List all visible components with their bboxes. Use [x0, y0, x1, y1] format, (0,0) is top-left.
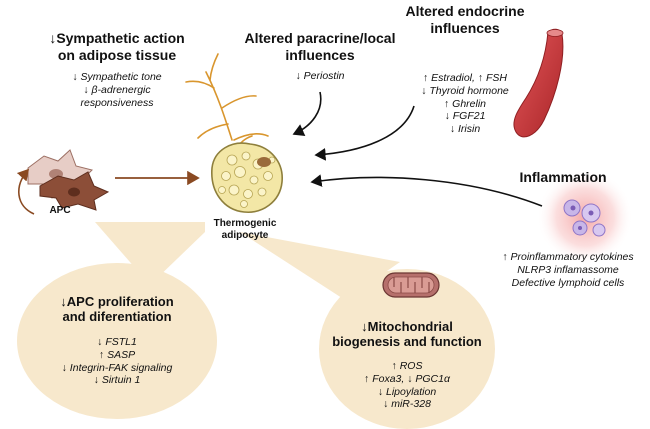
paracrine-list: ↓ Periostin — [260, 70, 380, 83]
list-item: ↓ miR-328 — [383, 398, 431, 411]
list-item: ↑ ROS — [391, 360, 423, 372]
mitochondrion-icon — [382, 272, 440, 298]
apc-bubble — [17, 222, 217, 419]
apc-label: APC — [49, 205, 71, 216]
apc-title: ↓APC proliferation and diferentiation — [60, 294, 174, 325]
list-item: ↓ Sympathetic tone — [72, 71, 162, 83]
apc-list: ↓ FSTL1 ↑ SASP ↓ Integrin-FAK signaling … — [22, 336, 212, 387]
list-item: ↓ Periostin — [295, 70, 345, 82]
mitochondria-title: ↓Mitochondrial biogenesis and function — [332, 319, 482, 350]
list-item: ↓ Thyroid hormone — [421, 84, 509, 97]
sympathetic-list: ↓ Sympathetic tone ↓ β-adrenergic respon… — [22, 71, 212, 109]
paracrine-title: Altered paracrine/local influences — [244, 30, 396, 63]
mitochondria-list: ↑ ROS ↑ Foxa3, ↓ PGC1α ↓ Lipoylation ↓ m… — [332, 360, 482, 411]
endocrine-title: Altered endocrine influences — [405, 3, 525, 36]
adipocyte-label: Thermogenic adipocyte — [213, 218, 277, 241]
list-item: ↑ SASP — [98, 348, 136, 361]
endocrine-list: ↑ Estradiol, ↑ FSH ↓ Thyroid hormone ↑ G… — [405, 72, 525, 136]
list-item: ↑ Foxa3, ↓ PGC1α — [364, 372, 450, 385]
list-item: ↓ FGF21 — [444, 110, 486, 123]
sympathetic-title: ↓Sympathetic action on adipose tissue — [49, 30, 185, 63]
apc-self-renewal-arrow — [16, 168, 35, 215]
list-item: ↓ Sirtuin 1 — [93, 374, 141, 387]
endocrine-arrow — [314, 105, 415, 161]
list-item: ↓ Lipoylation — [377, 385, 437, 398]
list-item: ↓ Integrin-FAK signaling — [61, 361, 173, 374]
nerve-fiber-icon — [185, 53, 269, 151]
inflammation-title: Inflammation — [519, 169, 607, 185]
apc-cells-icon — [27, 149, 110, 211]
list-item: ↓ β-adrenergic — [83, 83, 151, 96]
list-item: ↑ Proinflammatory cytokines — [502, 251, 634, 263]
list-item: Defective lymphoid cells — [511, 276, 625, 289]
list-item: responsiveness — [80, 96, 154, 109]
thermogenic-adipocyte-icon — [211, 142, 283, 213]
list-item: NLRP3 inflamassome — [517, 263, 619, 276]
paracrine-arrow — [292, 91, 322, 136]
list-item: ↓ FSTL1 — [97, 336, 137, 348]
list-item: ↓ Irisin — [449, 123, 481, 136]
list-item: ↑ Ghrelin — [443, 97, 486, 110]
list-item: ↑ Estradiol, ↑ FSH — [422, 72, 508, 84]
inflammation-arrow — [310, 174, 543, 207]
inflammation-list: ↑ Proinflammatory cytokines NLRP3 inflam… — [488, 251, 648, 289]
mitochondria-bubble — [240, 232, 495, 429]
inflammation-glow — [537, 169, 633, 265]
